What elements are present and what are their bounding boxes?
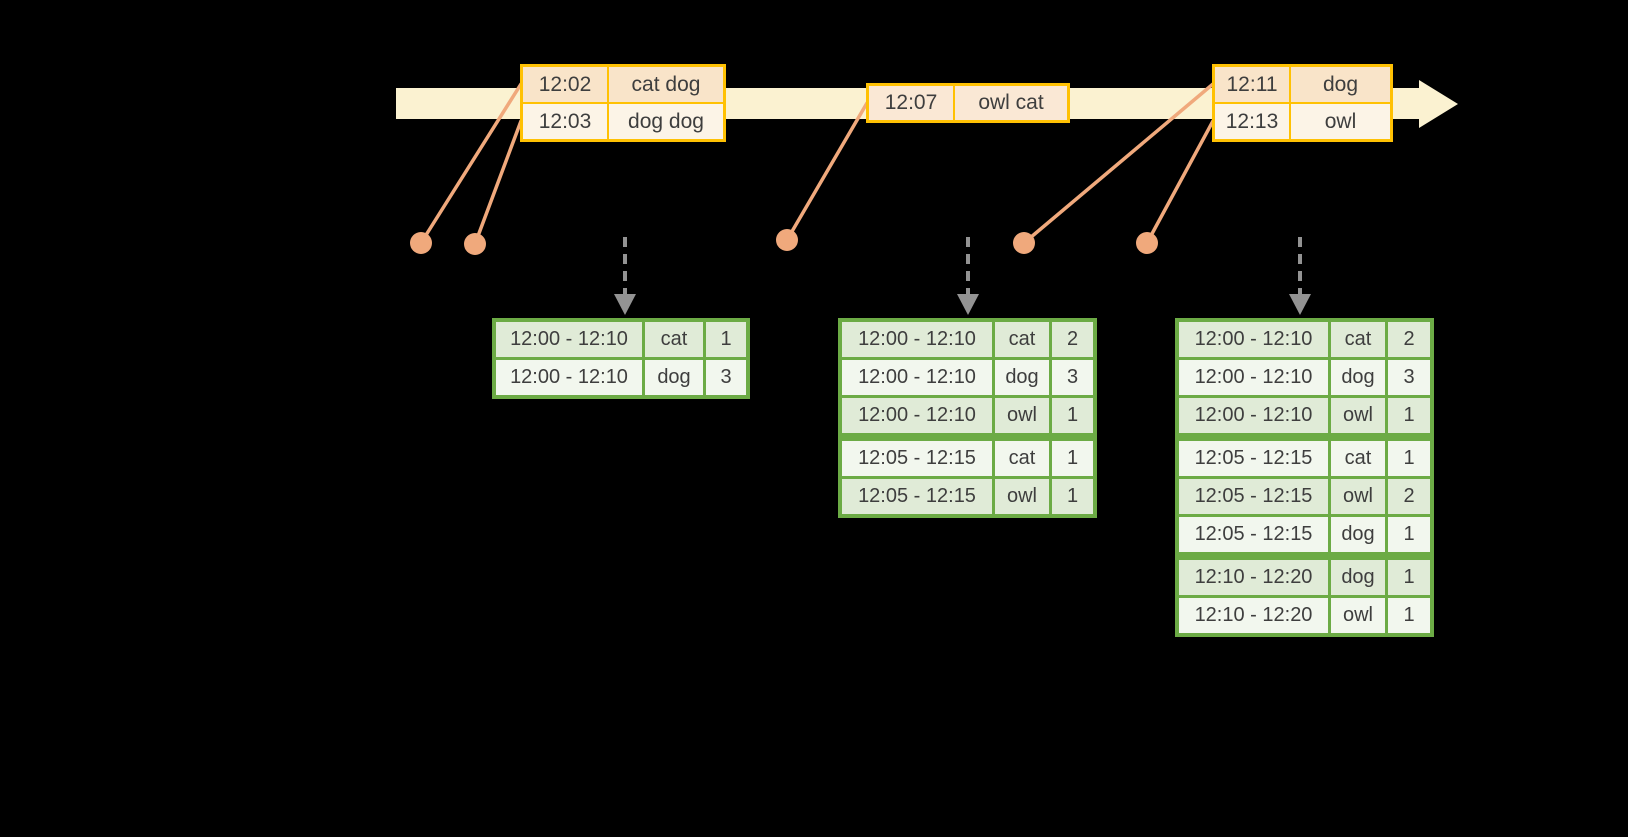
event-time-cell: 12:11 <box>1215 67 1289 102</box>
count-cell: 1 <box>1388 441 1430 476</box>
window-cell: 12:00 - 12:10 <box>496 360 642 395</box>
event-time-cell: 12:07 <box>869 86 953 120</box>
window-cell: 12:05 - 12:15 <box>1179 441 1328 476</box>
result-table-1: 12:00 - 12:10 cat 1 12:00 - 12:10 dog 3 <box>492 318 750 399</box>
count-cell: 2 <box>1388 479 1430 514</box>
event-words-cell: dog dog <box>609 104 723 139</box>
timeline-arrowhead-icon <box>1419 80 1458 128</box>
word-cell: dog <box>1331 517 1385 552</box>
event-words-cell: owl cat <box>955 86 1067 120</box>
window-cell: 12:00 - 12:10 <box>1179 322 1328 357</box>
word-cell: owl <box>995 479 1049 514</box>
count-cell: 1 <box>1052 479 1093 514</box>
trigger-arrowhead-icon <box>957 294 979 315</box>
window-cell: 12:00 - 12:10 <box>842 360 992 395</box>
event-dots <box>410 229 1158 255</box>
count-cell: 3 <box>1388 360 1430 395</box>
result-table-2: 12:00 - 12:10 cat 2 12:00 - 12:10 dog 3 … <box>838 318 1097 518</box>
event-table-1207: 12:07 owl cat <box>866 83 1070 123</box>
window-cell: 12:00 - 12:10 <box>496 322 642 357</box>
count-cell: 1 <box>1388 517 1430 552</box>
word-cell: owl <box>1331 479 1385 514</box>
word-cell: cat <box>1331 441 1385 476</box>
window-cell: 12:00 - 12:10 <box>842 398 992 433</box>
event-words-cell: owl <box>1291 104 1390 139</box>
window-cell: 12:10 - 12:20 <box>1179 598 1328 633</box>
result-table-3: 12:00 - 12:10 cat 2 12:00 - 12:10 dog 3 … <box>1175 318 1434 637</box>
word-cell: cat <box>1331 322 1385 357</box>
event-words-cell: dog <box>1291 67 1390 102</box>
event-time-cell: 12:03 <box>523 104 607 139</box>
window-cell: 12:00 - 12:10 <box>842 322 992 357</box>
word-cell: owl <box>1331 598 1385 633</box>
event-dot <box>464 233 486 255</box>
event-time-cell: 12:02 <box>523 67 607 102</box>
window-group-separator <box>1179 436 1430 438</box>
word-cell: dog <box>645 360 703 395</box>
count-cell: 2 <box>1052 322 1093 357</box>
window-group-separator <box>1179 555 1430 557</box>
window-cell: 12:00 - 12:10 <box>1179 398 1328 433</box>
word-cell: cat <box>645 322 703 357</box>
event-dot <box>410 232 432 254</box>
window-cell: 12:00 - 12:10 <box>1179 360 1328 395</box>
event-dot <box>776 229 798 251</box>
event-dot <box>1013 232 1035 254</box>
event-connector-line <box>785 101 869 242</box>
count-cell: 1 <box>706 322 746 357</box>
window-group-separator <box>842 436 1093 438</box>
window-cell: 12:05 - 12:15 <box>842 441 992 476</box>
event-connector-line <box>473 119 523 246</box>
event-time-cell: 12:13 <box>1215 104 1289 139</box>
count-cell: 3 <box>706 360 746 395</box>
word-cell: cat <box>995 322 1049 357</box>
word-cell: dog <box>995 360 1049 395</box>
count-cell: 2 <box>1388 322 1430 357</box>
trigger-arrowhead-icon <box>1289 294 1311 315</box>
count-cell: 1 <box>1388 398 1430 433</box>
event-table-1202-1203: 12:02 cat dog 12:03 dog dog <box>520 64 726 142</box>
count-cell: 1 <box>1052 441 1093 476</box>
trigger-arrowhead-icon <box>614 294 636 315</box>
window-cell: 12:05 - 12:15 <box>1179 517 1328 552</box>
word-cell: owl <box>1331 398 1385 433</box>
count-cell: 3 <box>1052 360 1093 395</box>
count-cell: 1 <box>1052 398 1093 433</box>
word-cell: dog <box>1331 360 1385 395</box>
word-cell: dog <box>1331 560 1385 595</box>
word-cell: owl <box>995 398 1049 433</box>
count-cell: 1 <box>1388 598 1430 633</box>
window-cell: 12:10 - 12:20 <box>1179 560 1328 595</box>
word-cell: cat <box>995 441 1049 476</box>
trigger-arrows <box>623 237 1302 298</box>
event-table-1211-1213: 12:11 dog 12:13 owl <box>1212 64 1393 142</box>
event-connector-line <box>1145 119 1215 245</box>
event-words-cell: cat dog <box>609 67 723 102</box>
event-dot <box>1136 232 1158 254</box>
count-cell: 1 <box>1388 560 1430 595</box>
trigger-arrowheads <box>614 294 1311 315</box>
window-cell: 12:05 - 12:15 <box>1179 479 1328 514</box>
window-cell: 12:05 - 12:15 <box>842 479 992 514</box>
